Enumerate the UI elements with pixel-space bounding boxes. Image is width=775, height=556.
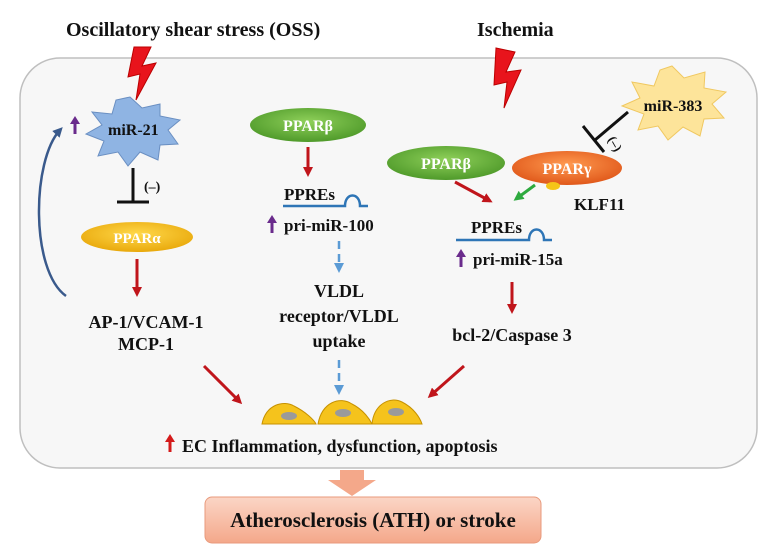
arrow-bcl2-to-ec: [427, 364, 465, 398]
endothelial-cells-icon: [261, 399, 423, 425]
ap1-label: AP-1/VCAM-1: [89, 312, 204, 332]
outcome-box: [204, 496, 542, 544]
ppres-label-right: PPREs: [471, 218, 522, 237]
klf11-dot: [546, 182, 560, 190]
up-arrow-icon-mir15a: [456, 249, 466, 267]
up-arrow-icon-ec: [165, 434, 175, 452]
feedback-arrow: [37, 127, 67, 298]
outcome-label: Atherosclerosis (ATH) or stroke: [230, 508, 516, 532]
inhibition-sign-label: (–): [144, 180, 161, 195]
ppar-alpha-label: PPARα: [113, 231, 161, 247]
vldl-label-line1: VLDL: [314, 281, 364, 301]
arrow-ppar-gamma-to-ppres-right: [513, 183, 536, 201]
ppres-label-middle: PPREs: [284, 185, 335, 204]
inhibition-sign-label-2: (–): [605, 133, 626, 154]
arrow-to-outcome: [328, 470, 376, 496]
mir21-label: miR-21: [108, 122, 159, 139]
ppar-beta-node-right: [387, 146, 505, 180]
up-arrow-icon-mir21: [70, 116, 80, 134]
ppar-beta-node-middle: [250, 108, 366, 142]
up-arrow-icon-mir100: [267, 215, 277, 233]
trigger-oss: Oscillatory shear stress (OSS): [66, 19, 320, 41]
mir21-star-shape: [84, 96, 182, 167]
inhibition-mark-mir21: [117, 168, 149, 204]
ppar-beta-label-right: PPARβ: [421, 156, 471, 173]
ppar-alpha-node: [81, 222, 193, 252]
mir383-star-shape: [620, 65, 728, 141]
klf11-label: KLF11: [574, 195, 625, 214]
dna-strand-right: [456, 228, 552, 242]
mir383-label: miR-383: [644, 98, 703, 115]
ppar-gamma-node: [512, 151, 622, 185]
vldl-label-line2: receptor/VLDL: [279, 306, 399, 326]
ec-outcome-label: EC Inflammation, dysfunction, apoptosis: [182, 436, 498, 456]
arrow-ap1-to-ec: [202, 364, 243, 405]
lightning-bolt-icon-right: [493, 47, 522, 109]
vldl-label-line3: uptake: [312, 331, 365, 351]
trigger-ischemia: Ischemia: [477, 19, 554, 41]
ppar-beta-label-middle: PPARβ: [283, 118, 333, 135]
arrow-ppar-beta-to-ppres-right: [454, 180, 493, 203]
bcl2-label: bcl-2/Caspase 3: [452, 325, 572, 345]
dna-strand-middle: [283, 194, 368, 208]
ppar-gamma-label: PPARγ: [543, 161, 592, 178]
pri-mir100-label: pri-miR-100: [284, 216, 374, 235]
mcp1-label: MCP-1: [118, 334, 174, 354]
inhibition-mark-mir383: [581, 110, 629, 153]
lightning-bolt-icon-left: [127, 46, 157, 101]
pri-mir15a-label: pri-miR-15a: [473, 250, 563, 269]
